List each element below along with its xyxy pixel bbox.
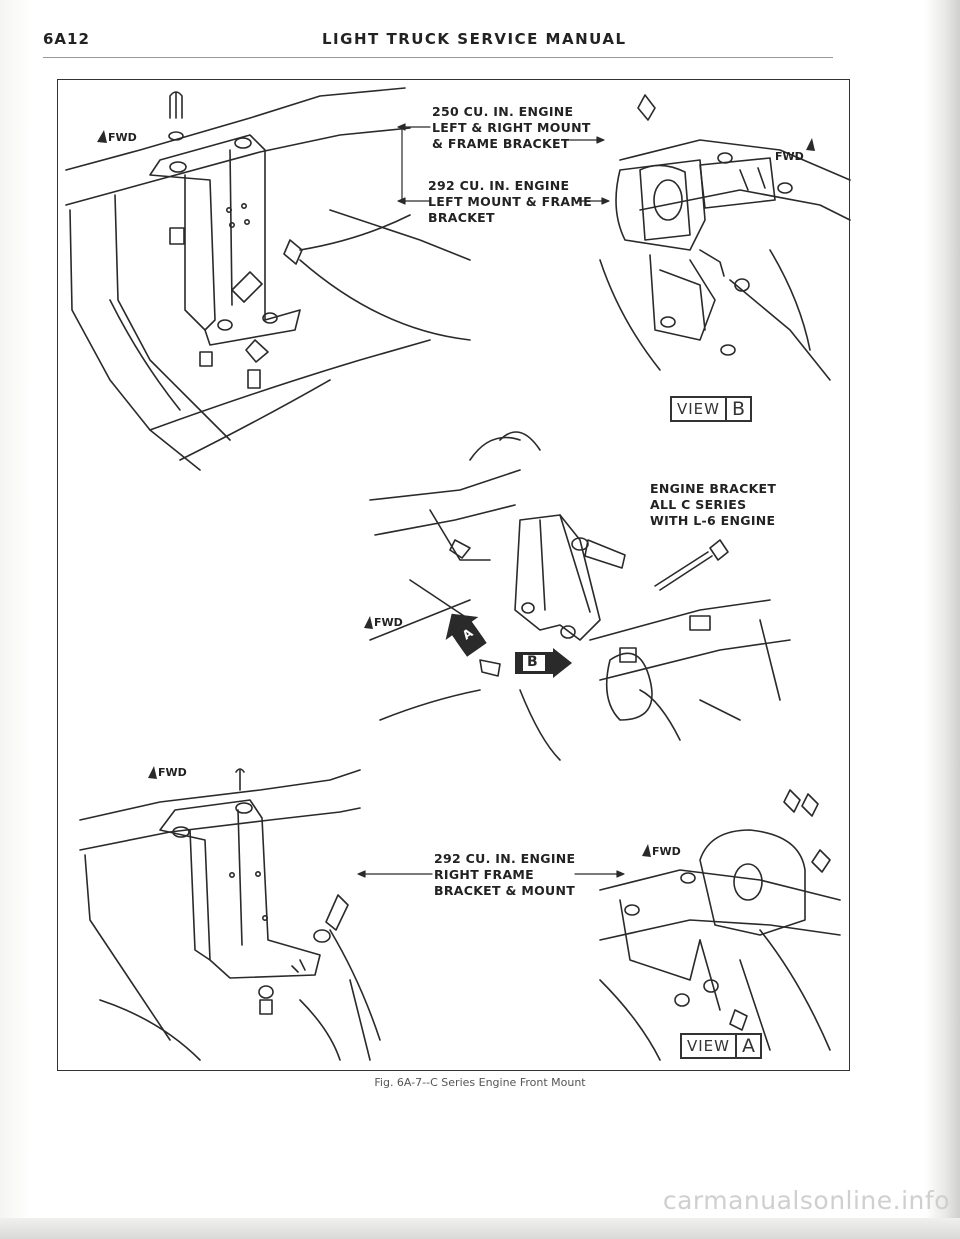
figure-frame [57,79,850,1071]
fwd-label: FWD [652,845,681,858]
right-frame-bracket-drawing [79,768,381,1061]
fwd-label: FWD [374,616,403,629]
callout-leaders [357,123,625,878]
view-letter: B [725,398,750,420]
page-number: 6A12 [43,30,90,48]
view-letter: A [735,1035,760,1057]
callout-250-engine-mount: 250 CU. IN. ENGINE LEFT & RIGHT MOUNT & … [432,104,591,151]
callout-292-right-mount: 292 CU. IN. ENGINE RIGHT FRAME BRACKET &… [434,851,576,898]
callout-292-left-mount: 292 CU. IN. ENGINE LEFT MOUNT & FRAME BR… [428,178,592,225]
figure-caption: Fig. 6A-7--C Series Engine Front Mount [374,1076,586,1089]
marker-a-arrow [445,613,487,657]
fwd-arrows [97,130,815,857]
marker-b-letter: B [527,654,538,670]
view-a-mount-drawing [599,789,841,1061]
manual-title: LIGHT TRUCK SERVICE MANUAL [322,30,627,48]
marker-b-arrow [515,648,572,678]
view-a-box: VIEW A [680,1033,762,1059]
view-b-mount-drawing [599,94,851,381]
view-label: VIEW [687,1037,730,1055]
view-b-box: VIEW B [670,396,753,422]
header-rule [43,57,833,58]
page-edge-shadow [0,1218,960,1239]
fwd-label: FWD [108,131,137,144]
watermark: carmanualsonline.info [662,1186,950,1215]
fwd-label: FWD [775,150,804,163]
left-frame-bracket-drawing [65,87,471,471]
view-label: VIEW [677,400,720,418]
callout-l6-engine-bracket: ENGINE BRACKET ALL C SERIES WITH L-6 ENG… [650,481,777,528]
fwd-label: FWD [158,766,187,779]
